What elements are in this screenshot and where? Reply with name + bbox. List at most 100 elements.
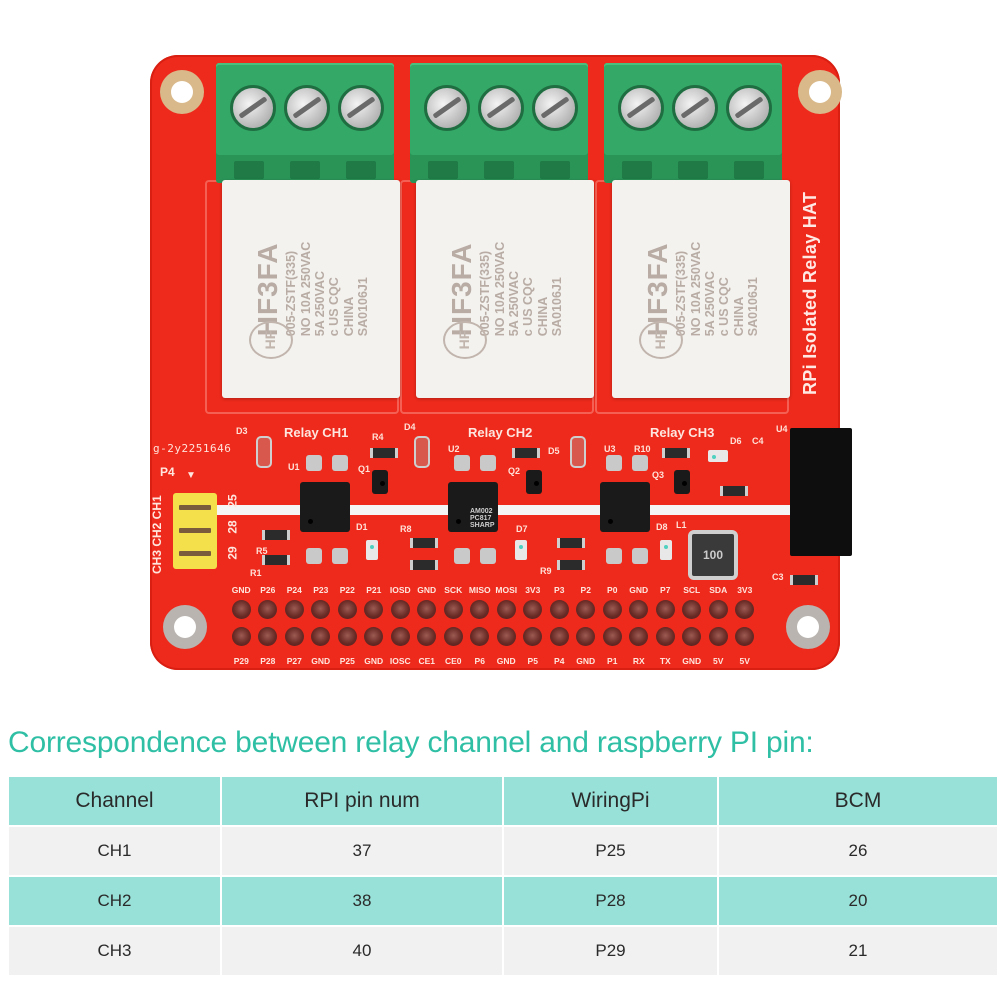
gpio-pin: [417, 627, 437, 646]
cell-bcm: 20: [719, 877, 997, 925]
cell-bcm: 21: [719, 927, 997, 975]
gpio-pin: [231, 627, 251, 646]
screw-icon: [478, 85, 524, 131]
capacitor-c3: [790, 575, 818, 585]
led-d6: [708, 450, 728, 462]
resistor-r4: [370, 448, 398, 458]
silk-label: C3: [772, 572, 784, 582]
transistor-q1: [372, 470, 388, 494]
gpio-pin-label: CE1: [418, 656, 436, 666]
led-d7: [515, 540, 527, 560]
relay-origin: CHINA: [535, 296, 550, 337]
gpio-pin-row-top: [228, 600, 758, 619]
gpio-pin: [470, 627, 490, 646]
optocoupler-u3: [600, 482, 650, 532]
gpio-pin: [682, 600, 702, 619]
diode-d5: [570, 436, 586, 468]
relay-cert: SA0106J1: [745, 277, 760, 337]
silk-label: C4: [752, 436, 764, 446]
cell-channel: CH3: [9, 927, 220, 975]
relay-rating: NO 10A 250VAC: [688, 241, 703, 337]
silk-label: D4: [404, 422, 416, 432]
gpio-pin-label: P26: [260, 585, 276, 595]
gpio-pin-label: P3: [554, 585, 565, 595]
wire-slot: [678, 161, 708, 179]
terminal-block-ch3: [604, 63, 782, 183]
gpio-pin-label: P5: [527, 656, 538, 666]
jumper-cap: [179, 551, 211, 556]
gpio-pin-label: P1: [607, 656, 618, 666]
column-header-rpi-pin: RPI pin num: [222, 777, 502, 825]
silk-label: D1: [356, 522, 368, 532]
transistor-q3: [674, 470, 690, 494]
ic-pad: [606, 455, 622, 471]
resistor: [512, 448, 540, 458]
gpio-pin-label: GND: [231, 585, 251, 595]
gpio-pin: [337, 627, 357, 646]
gpio-pin: [258, 627, 278, 646]
ic-pad: [306, 455, 322, 471]
gpio-pin: [311, 600, 331, 619]
resistor-r5: [262, 530, 290, 540]
resistor-r8: [410, 538, 438, 548]
gpio-pin-label: GND: [682, 656, 702, 666]
silk-label: D5: [548, 446, 560, 456]
gpio-pin-label: P7: [660, 585, 671, 595]
silk-label: U4: [776, 424, 788, 434]
table-row: CH3 40 P29 21: [9, 927, 997, 975]
silk-label: R4: [372, 432, 384, 442]
silk-label: D7: [516, 524, 528, 534]
jumper-name: P4: [160, 465, 175, 479]
gpio-pin-label: RX: [632, 656, 645, 666]
gpio-pin: [311, 627, 331, 646]
wire-slot: [346, 161, 376, 179]
gpio-pin-label: GND: [364, 656, 384, 666]
serial-number: g-2y2251646: [153, 442, 232, 455]
isolation-slot: [205, 505, 795, 515]
relay-rating: NO 10A 250VAC: [298, 241, 313, 337]
ic-pad: [332, 455, 348, 471]
column-header-bcm: BCM: [719, 777, 997, 825]
relay-rating-2: 5A 250VAC: [312, 270, 327, 337]
gpio-pin: [258, 600, 278, 619]
gpio-pin: [523, 627, 543, 646]
screw-icon: [338, 85, 384, 131]
ic-pad: [606, 548, 622, 564]
jumper-block-p4[interactable]: [173, 493, 217, 569]
gpio-pin: [629, 627, 649, 646]
cell-channel: CH2: [9, 877, 220, 925]
gpio-pin-label: P22: [339, 585, 355, 595]
diode-d4: [414, 436, 430, 468]
gpio-pin: [417, 600, 437, 619]
gpio-pin-label: P0: [607, 585, 618, 595]
transistor-q2: [526, 470, 542, 494]
screw-icon: [532, 85, 578, 131]
silk-label: U3: [604, 444, 616, 454]
gpio-pin-label: P21: [366, 585, 382, 595]
led-d1: [366, 540, 378, 560]
relay-ch3: HF3FA 005-ZSTF(335) NO 10A 250VAC 5A 250…: [612, 180, 790, 398]
terminal-block-ch1: [216, 63, 394, 183]
ic-pad: [480, 455, 496, 471]
gpio-pin: [231, 600, 251, 619]
gpio-pin: [655, 600, 675, 619]
cell-wiringpi: P29: [504, 927, 717, 975]
gpio-pin: [549, 600, 569, 619]
resistor: [557, 560, 585, 570]
table-row: CH2 38 P28 20: [9, 877, 997, 925]
resistor: [557, 538, 585, 548]
gpio-pin: [284, 600, 304, 619]
jumper-pin-label: 25: [225, 494, 240, 508]
gpio-pin-label: P24: [286, 585, 302, 595]
silk-label: U2: [448, 444, 460, 454]
mounting-hole-bottom-left: [163, 605, 207, 649]
gpio-pin-label: 5V: [739, 656, 750, 666]
gpio-pin: [735, 627, 755, 646]
gpio-pin-row-bottom: [228, 627, 758, 646]
section-heading: Correspondence between relay channel and…: [8, 726, 814, 759]
relay-label-ch2: Relay CH2: [468, 425, 533, 440]
jumper-pin-label: 28: [225, 520, 240, 534]
gpio-pin: [364, 627, 384, 646]
gpio-pin: [443, 627, 463, 646]
